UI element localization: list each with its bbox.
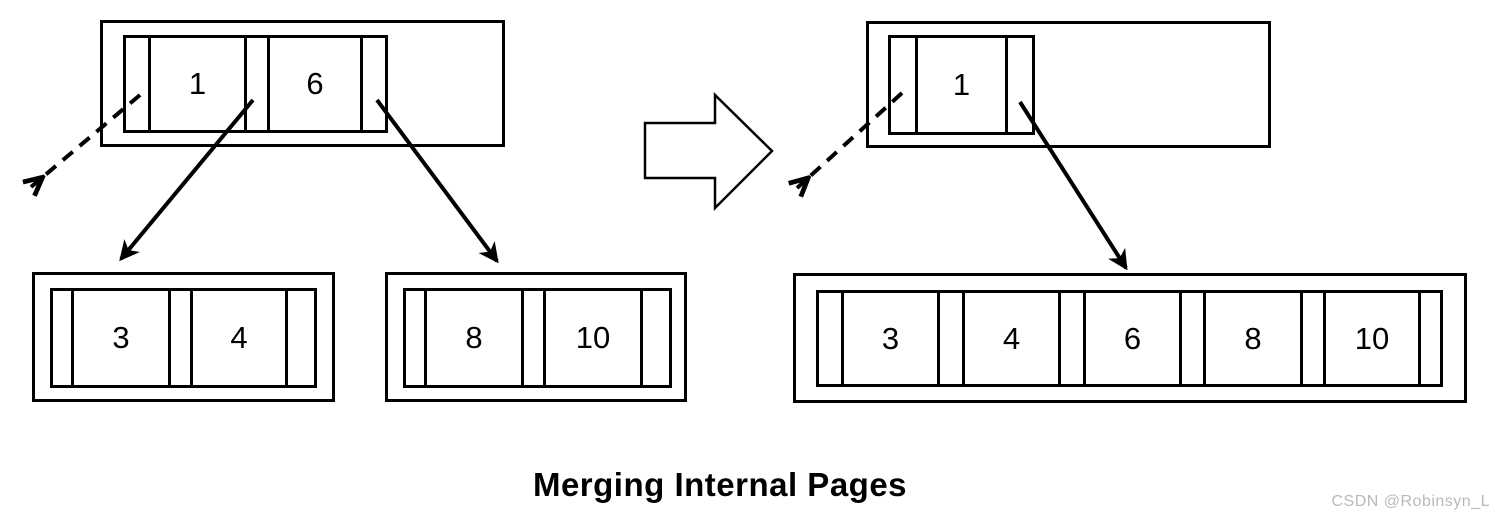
- after-root-node: 1: [866, 21, 1271, 148]
- cell-divider: [521, 291, 524, 385]
- pointer-cell: [524, 291, 543, 385]
- key-cell: 8: [1244, 320, 1262, 356]
- cell-divider: [937, 293, 940, 384]
- pointer-cell: [1061, 293, 1083, 384]
- pointer-cell: [643, 291, 669, 385]
- key-cell: 6: [1123, 320, 1142, 356]
- pointer-cell: [1182, 293, 1203, 384]
- pointer-cell: [288, 291, 314, 385]
- key-cell: 3: [112, 320, 130, 355]
- key-cell: 8: [465, 320, 483, 355]
- pointer-cell: [363, 38, 385, 130]
- key-cell: 1: [188, 66, 207, 101]
- before-root-slot-row: 1 6: [123, 35, 388, 133]
- cell-divider: [244, 38, 247, 130]
- cell-divider: [543, 291, 546, 385]
- pointer-cell: [126, 38, 148, 130]
- key-cell: 4: [1002, 320, 1021, 356]
- pointer-cell: [940, 293, 962, 384]
- cell-divider: [267, 38, 270, 130]
- cell-divider: [1058, 293, 1061, 384]
- cell-divider: [1005, 38, 1008, 132]
- cell-divider: [1300, 293, 1303, 384]
- diagram-title: Merging Internal Pages: [532, 466, 908, 503]
- pointer-cell: [819, 293, 841, 384]
- cell-divider: [168, 291, 171, 385]
- key-cell: 10: [575, 320, 611, 355]
- pointer-cell: [1008, 38, 1032, 132]
- cell-divider: [841, 293, 844, 384]
- pointer-cell: [171, 291, 190, 385]
- key-cell: 1: [952, 67, 971, 102]
- cell-divider: [915, 38, 918, 132]
- cell-divider: [1418, 293, 1421, 384]
- cell-divider: [360, 38, 363, 130]
- before-leaf1-slot-row: 3 4: [50, 288, 317, 388]
- cell-divider: [71, 291, 74, 385]
- before-leaf2-node: 8 10: [385, 272, 687, 402]
- after-root-slot-row: 1: [888, 35, 1035, 135]
- after-merged-leaf-slot-row: 3 4 6 8 10: [816, 290, 1443, 387]
- pointer-cell: [1303, 293, 1323, 384]
- cell-divider: [1203, 293, 1206, 384]
- key-cell: 10: [1354, 320, 1390, 356]
- transform-right-arrow-icon: [643, 92, 774, 212]
- watermark-text: CSDN @Robinsyn_L: [1331, 493, 1490, 510]
- pointer-cell: [53, 291, 71, 385]
- cell-divider: [424, 291, 427, 385]
- cell-divider: [1083, 293, 1086, 384]
- pointer-cell: [406, 291, 424, 385]
- cell-divider: [148, 38, 151, 130]
- pointer-cell: [1421, 293, 1440, 384]
- pointer-cell: [247, 38, 267, 130]
- cell-divider: [190, 291, 193, 385]
- before-leaf2-slot-row: 8 10: [403, 288, 672, 388]
- key-cell: 6: [306, 66, 324, 101]
- key-cell: 3: [881, 320, 900, 356]
- cell-divider: [1323, 293, 1326, 384]
- cell-divider: [962, 293, 965, 384]
- cell-divider: [640, 291, 643, 385]
- before-root-node: 1 6: [100, 20, 505, 147]
- cell-divider: [285, 291, 288, 385]
- key-cell: 4: [230, 320, 248, 355]
- pointer-cell: [891, 38, 915, 132]
- after-merged-leaf-node: 3 4 6 8 10: [793, 273, 1467, 403]
- before-leaf1-node: 3 4: [32, 272, 335, 402]
- cell-divider: [1179, 293, 1182, 384]
